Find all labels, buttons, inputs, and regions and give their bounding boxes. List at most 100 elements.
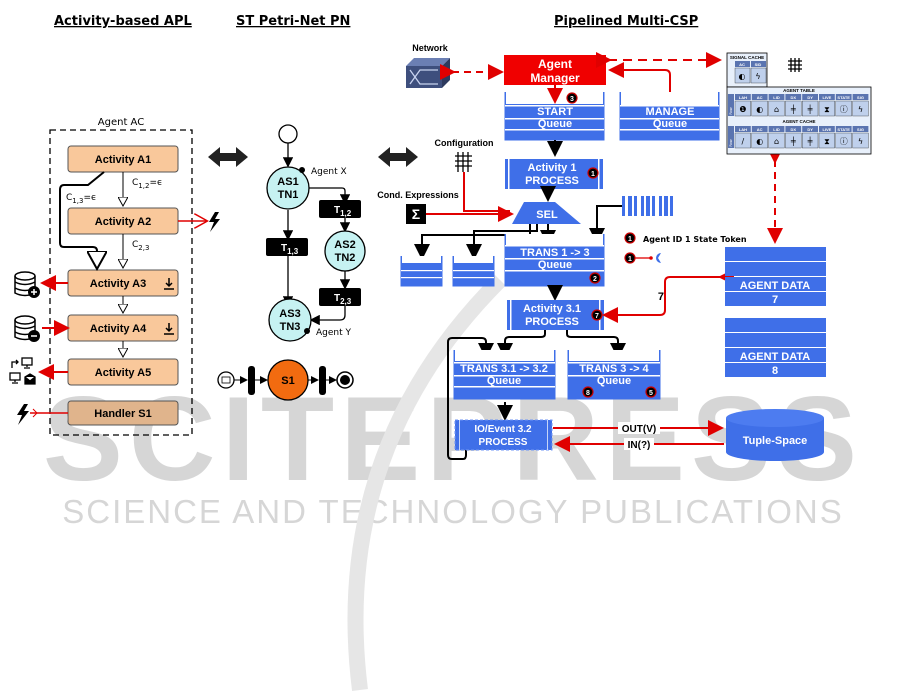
activity-a1[interactable]: Activity A1: [67, 145, 179, 173]
row-label: Row: [729, 139, 733, 146]
trans34-queue[interactable]: TRANS 3 -> 4 Queue: [567, 350, 661, 400]
table-cell: [852, 132, 869, 149]
queue-label: Queue: [538, 259, 572, 271]
place-as1-tn1[interactable]: AS1 TN1: [266, 166, 310, 210]
activity1-process[interactable]: Activity 1 PROCESS: [505, 159, 603, 189]
activity31-edges: [447, 330, 626, 460]
handler-s1[interactable]: Handler S1: [67, 400, 179, 426]
sel-selector[interactable]: SEL: [512, 202, 581, 224]
cell-icon: ╪: [790, 136, 796, 146]
agent-table: AGENT TABLE AGENT CACHE RowLAH❶AC◐LID⌂DX…: [726, 86, 872, 155]
bidirectional-arrow-icon: [378, 147, 418, 167]
column-label: SIG: [857, 127, 864, 132]
svg-text:ϟ: ϟ: [755, 72, 760, 81]
small-queue[interactable]: [400, 256, 443, 287]
petri-net: [278, 124, 351, 326]
table-column-header: [751, 126, 768, 132]
svg-text:1: 1: [628, 256, 632, 263]
tuple-space-label: Tuple-Space: [743, 435, 808, 447]
table-column-header: [819, 126, 835, 132]
trans3132-queue[interactable]: TRANS 3.1 -> 3.2 Queue: [453, 350, 556, 400]
table-column-header: [785, 126, 802, 132]
transition-label: T1,2: [334, 205, 352, 218]
agent-data-link: [602, 269, 734, 323]
transition-t13[interactable]: T1,3: [266, 238, 308, 256]
place-as3-tn3[interactable]: AS3 TN3: [268, 298, 312, 342]
cell-icon: ϟ: [858, 105, 863, 114]
cell-icon: ϟ: [858, 137, 863, 146]
io-event-process[interactable]: IO/Event 3.2 PROCESS: [454, 419, 553, 451]
table-cell: [768, 100, 785, 117]
activity-a3[interactable]: Activity A3: [67, 269, 179, 297]
activity-a5[interactable]: Activity A5: [67, 358, 179, 386]
activity-a4[interactable]: Activity A4: [67, 314, 179, 342]
process-label: PROCESS: [525, 316, 579, 328]
queue-label: TRANS 3.1 -> 3.2: [460, 363, 548, 375]
lightning-icon: [17, 404, 29, 425]
table-cell: [734, 100, 751, 117]
small-queue[interactable]: [452, 256, 495, 287]
activity-a2[interactable]: Activity A2: [67, 207, 179, 235]
start-queue[interactable]: START Queue: [504, 92, 605, 141]
table-column-header: [768, 94, 785, 100]
place-label: AS3: [279, 308, 300, 320]
cell-icon: ⓘ: [840, 105, 848, 114]
svg-text:AGENT CACHE: AGENT CACHE: [782, 119, 815, 124]
pacman-icon: [656, 253, 661, 263]
signal-stream-icon: [622, 196, 673, 216]
cell-icon: ⌂: [774, 137, 779, 146]
column-label: DY: [807, 127, 813, 132]
transition-label: T2,3: [334, 293, 352, 306]
agent-manager[interactable]: Agent Manager: [504, 55, 606, 85]
column-label: LIVE: [822, 127, 831, 132]
table-cell: [835, 132, 852, 149]
agent-x-label: Agent X: [311, 167, 347, 177]
table-column-header: [835, 94, 852, 100]
table-column-header: [802, 94, 818, 100]
token-badge: 1: [587, 167, 599, 179]
svg-text:AGENT TABLE: AGENT TABLE: [783, 88, 815, 93]
transition-t23[interactable]: T2,3: [319, 288, 361, 306]
tuple-space[interactable]: Tuple-Space: [726, 409, 824, 461]
token-legend: 1 Agent ID 1 State Token 1: [624, 232, 747, 264]
cell-icon: ⧗: [824, 105, 830, 114]
watermark-big: SCITEPRESS: [43, 372, 863, 506]
process-label: PROCESS: [479, 437, 528, 448]
agent-x-marker: [299, 167, 305, 173]
out-label-bg: [618, 422, 660, 434]
bidirectional-arrow-icon: [208, 147, 248, 167]
place-as2-tn2[interactable]: AS2 TN2: [324, 230, 366, 272]
message-event-icon: [217, 371, 235, 389]
token-badge: 2: [589, 272, 601, 284]
place-label: AS1: [277, 176, 298, 188]
activity31-process[interactable]: Activity 3.1 PROCESS: [507, 300, 604, 330]
activity-a4-label: Activity A4: [90, 323, 147, 335]
column-label: AC: [757, 95, 763, 100]
activity-a5-label: Activity A5: [95, 367, 151, 379]
column-label: LIVE: [822, 95, 831, 100]
header-pn: ST Petri-Net PN: [236, 14, 350, 29]
activity-a3-label: Activity A3: [90, 278, 146, 290]
place-label: TN2: [335, 252, 356, 264]
svg-text:AC: AC: [739, 62, 745, 67]
condition-c23: C2,3: [132, 240, 149, 252]
configuration-label: Configuration: [435, 138, 494, 148]
table-column-header: [852, 94, 869, 100]
svg-text:Σ: Σ: [412, 206, 420, 222]
agent-data-8[interactable]: AGENT DATA 8: [725, 318, 826, 377]
svg-text:2: 2: [593, 276, 597, 283]
pn-start-place: [278, 124, 298, 144]
queue-label: TRANS 3 -> 4: [579, 363, 649, 375]
table-cell: [818, 100, 835, 117]
svg-text:5: 5: [649, 390, 653, 397]
table-cell: [734, 132, 751, 149]
transition-t12[interactable]: T1,2: [319, 200, 361, 218]
trans13-queue[interactable]: TRANS 1 -> 3 Queue: [504, 234, 605, 287]
in-label: IN(?): [628, 440, 651, 451]
agent-y-marker: [304, 328, 310, 334]
agent-data-7[interactable]: AGENT DATA 7: [725, 247, 826, 306]
token-badge: 7: [591, 309, 603, 321]
manage-queue[interactable]: MANAGE Queue: [619, 92, 720, 141]
table-column-header: [852, 126, 869, 132]
